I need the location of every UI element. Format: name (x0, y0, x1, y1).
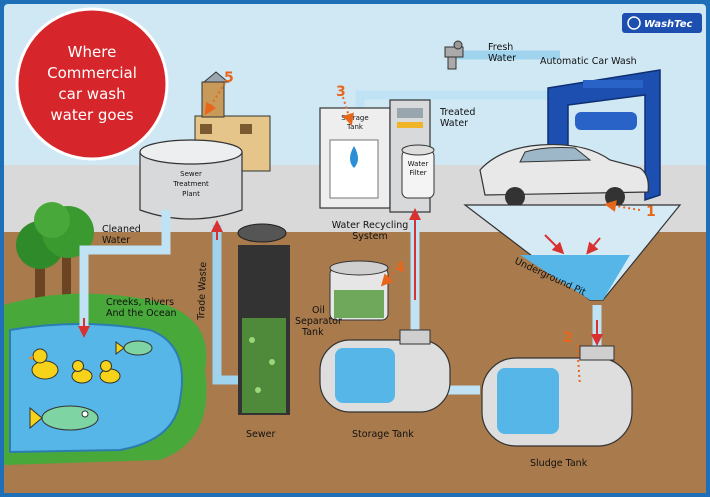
step-5-number: 5 (224, 70, 234, 86)
water-filter: Water Filter (401, 144, 435, 199)
oil-separator-label-1: Oil (312, 305, 325, 316)
oil-separator-label-2: Separator (295, 316, 342, 327)
step-arrows (204, 82, 641, 386)
car-icon (479, 143, 649, 207)
brand-name: WashTec (644, 19, 692, 30)
title-line-3: car wash (58, 85, 125, 103)
fish-icons (29, 340, 153, 431)
duck-icon (28, 348, 59, 380)
fresh-water-label-1: Fresh (488, 42, 513, 53)
oil-separator-label-3: Tank (301, 327, 324, 338)
sewer-plant-label-2: Treatment (172, 180, 209, 188)
water-recycling-label-1: Water Recycling (332, 220, 409, 231)
fish-icon (115, 340, 153, 356)
trade-waste-pipe (212, 225, 245, 385)
cleaned-water-label-1: Cleaned (102, 224, 141, 235)
faucet-icon (444, 40, 464, 70)
pipes (79, 50, 602, 395)
title-badge: Where Commercial car wash water goes (15, 7, 169, 161)
water-filter-label-2: Filter (409, 169, 426, 177)
cleaned-water-label-2: Water (102, 235, 130, 246)
fish-icon (29, 405, 99, 431)
title-line-2: Commercial (47, 64, 137, 82)
step-1-number: 1 (646, 204, 656, 220)
storage-tank-top-label-2: Tank (346, 123, 364, 131)
creeks-label-2: And the Ocean (106, 308, 177, 319)
treated-water-label-1: Treated (439, 107, 475, 118)
duck-icon (71, 360, 93, 384)
water-recycling-label-2: System (352, 231, 387, 242)
trade-waste-label: Trade Waste (196, 261, 209, 321)
sewer-label: Sewer (246, 429, 275, 440)
sewer-plant-label-1: Sewer (180, 170, 202, 178)
sewer-shaft (237, 223, 290, 415)
sewer-treatment-plant: Sewer Treatment Plant (139, 71, 271, 220)
trees (16, 202, 94, 300)
sewer-plant-label-3: Plant (182, 190, 200, 198)
creeks-label-1: Creeks, Rivers (106, 297, 174, 308)
storage-tank-top-label-1: Storage (341, 114, 368, 122)
step-2-number: 2 (563, 330, 573, 346)
cleaned-water-pipe (79, 210, 171, 330)
step-4-number: 4 (395, 260, 405, 276)
duck-icon (99, 360, 121, 384)
fresh-water-label-2: Water (488, 53, 516, 64)
water-filter-label-1: Water (408, 160, 429, 168)
treated-water-label-2: Water (440, 118, 468, 129)
sludge-tank (481, 345, 633, 447)
storage-tank-bottom-label: Storage Tank (352, 429, 414, 440)
lake-water (9, 323, 183, 454)
duck-icons (28, 348, 121, 384)
sludge-tank-label: Sludge Tank (530, 458, 588, 469)
flow-arrows (78, 208, 603, 346)
treated-water-pipe (355, 90, 560, 112)
automatic-car-wash-label: Automatic Car Wash (540, 56, 637, 67)
step-3-number: 3 (336, 84, 346, 100)
storage-tank-bottom (319, 329, 451, 413)
washtec-logo: WashTec (622, 13, 702, 33)
oil-separator-tank (329, 260, 389, 321)
title-line-4: water goes (50, 106, 133, 124)
title-line-1: Where (68, 43, 117, 61)
